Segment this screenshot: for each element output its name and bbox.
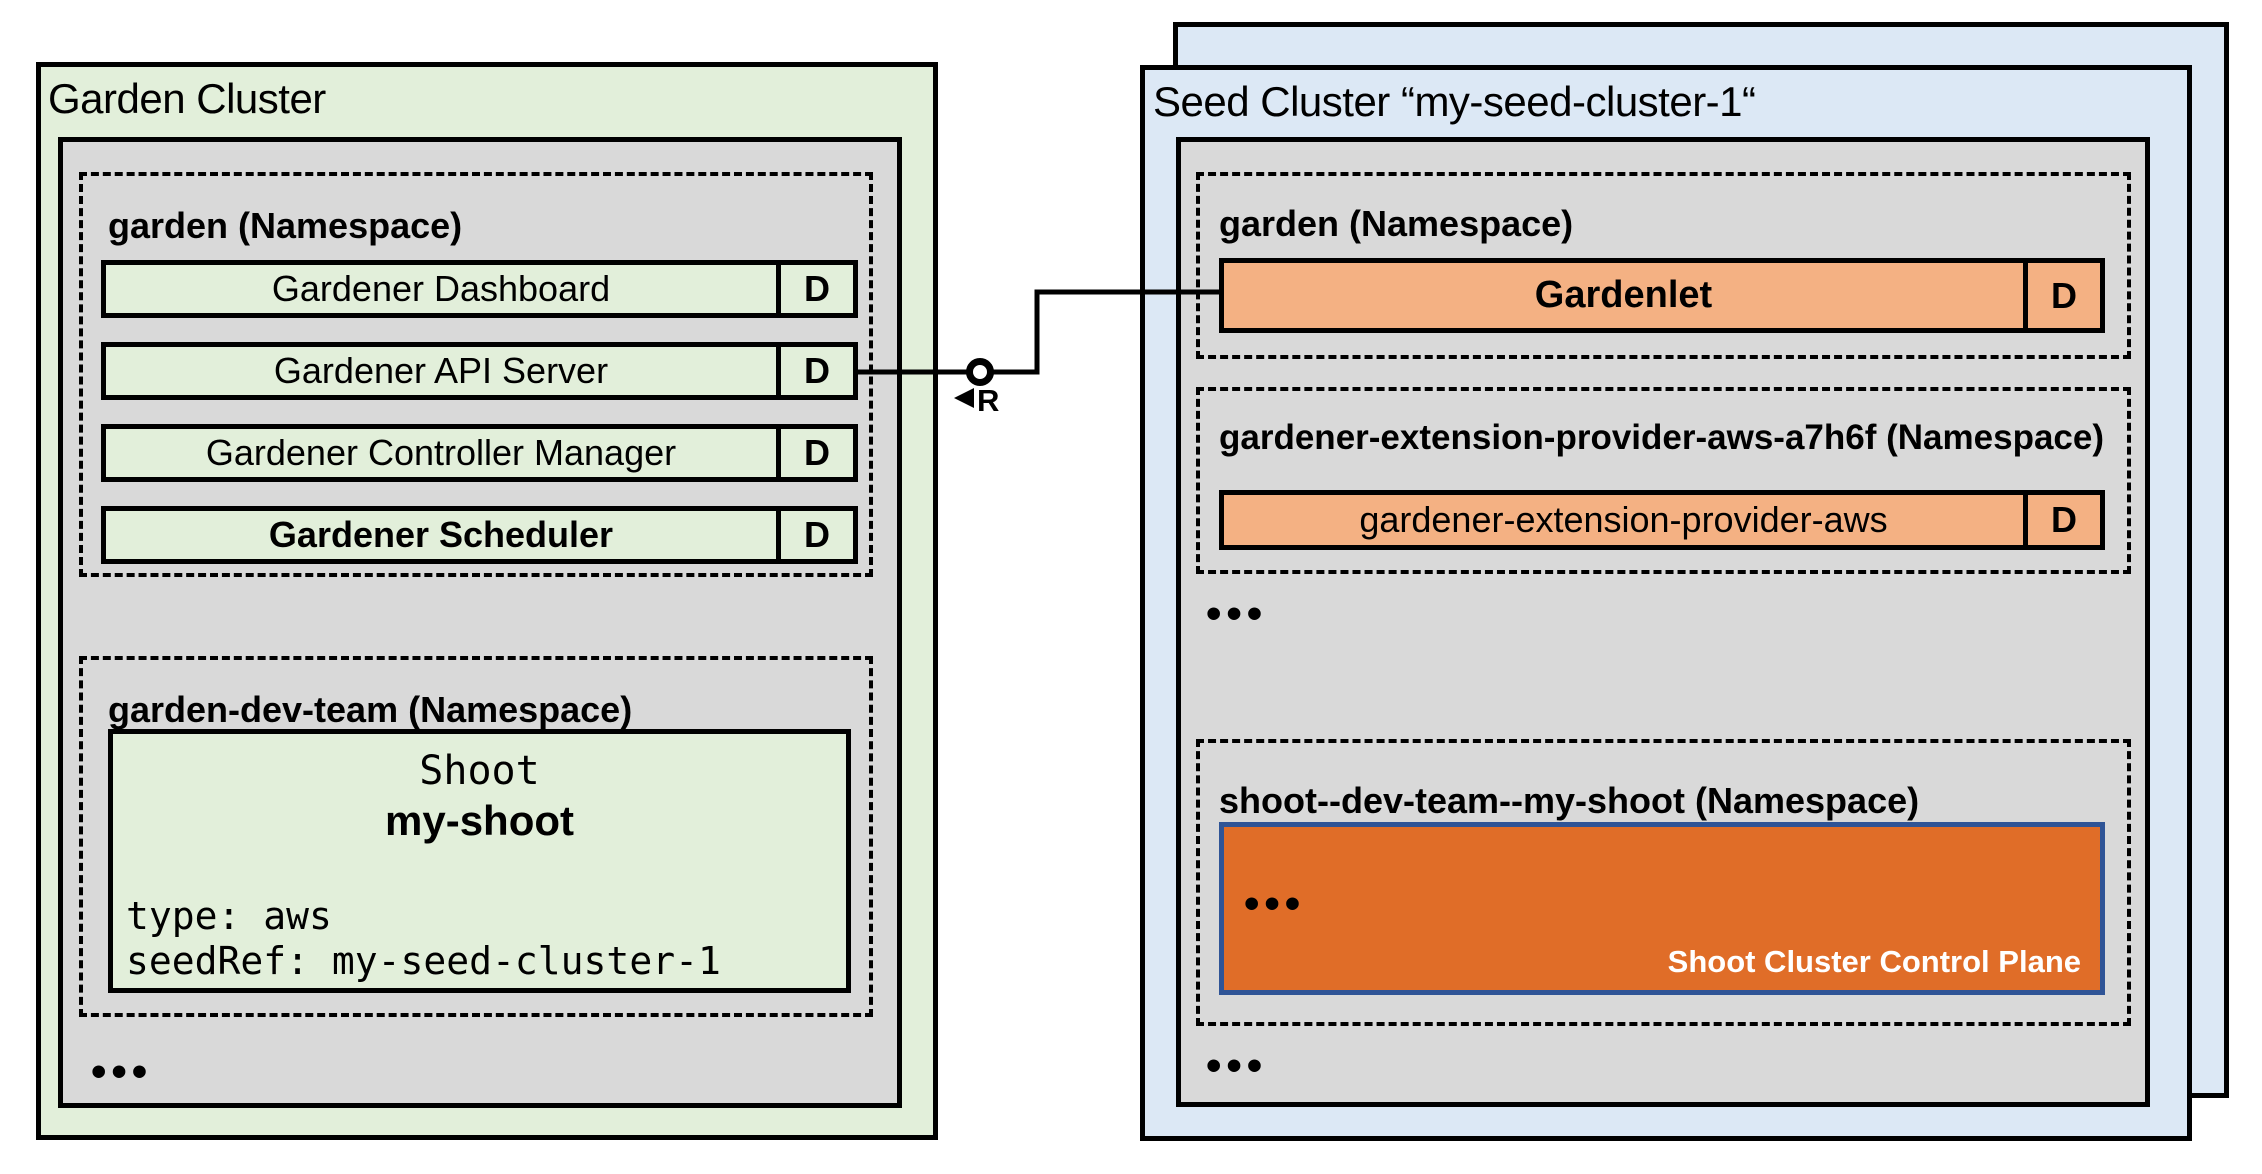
deployment-name: gardener-extension-provider-aws bbox=[1359, 499, 1888, 540]
seed-cluster-title: Seed Cluster “my-seed-cluster-1“ bbox=[1153, 78, 1756, 125]
deployment-name: Gardener Controller Manager bbox=[205, 432, 677, 473]
more-extensions-ellipsis: ••• bbox=[1206, 589, 1268, 638]
watch-direction-arrow-icon bbox=[954, 388, 974, 408]
dev-team-namespace-box: garden-dev-team (Namespace) Shoot my-sho… bbox=[79, 656, 873, 1017]
deployment-row-gardenlet: Gardenlet D bbox=[1219, 258, 2105, 333]
garden-cluster-title: Garden Cluster bbox=[48, 75, 326, 122]
deployment-badge: D bbox=[776, 265, 853, 313]
garden-namespace-label: garden (Namespace) bbox=[108, 205, 463, 246]
extension-namespace-box: gardener-extension-provider-aws-a7h6f (N… bbox=[1196, 387, 2131, 574]
garden-namespace-box: garden (Namespace) Gardener Dashboard D … bbox=[79, 172, 873, 577]
shoot-spec-seedref: seedRef: my-seed-cluster-1 bbox=[126, 939, 721, 983]
deployment-row-gardener-controller-manager: Gardener Controller Manager D bbox=[101, 424, 858, 482]
extension-namespace-label: gardener-extension-provider-aws-a7h6f (N… bbox=[1219, 418, 2104, 457]
shoot-resource-box: Shoot my-shoot type: aws seedRef: my-see… bbox=[108, 729, 851, 993]
garden-cluster-inner: garden (Namespace) Gardener Dashboard D … bbox=[58, 137, 902, 1108]
shoot-namespace-label: shoot--dev-team--my-shoot (Namespace) bbox=[1219, 780, 1920, 821]
deployment-name: Gardener Scheduler bbox=[268, 514, 614, 555]
seed-garden-namespace-label: garden (Namespace) bbox=[1219, 203, 1574, 244]
garden-cluster-panel: Garden Cluster garden (Namespace) Garden… bbox=[36, 62, 938, 1140]
deployment-badge: D bbox=[2023, 495, 2100, 545]
deployment-row-gardener-scheduler: Gardener Scheduler D bbox=[101, 506, 858, 564]
deployment-name: Gardener API Server bbox=[273, 350, 609, 391]
control-plane-ellipsis: ••• bbox=[1244, 879, 1306, 928]
deployment-row-extension-provider-aws: gardener-extension-provider-aws D bbox=[1219, 490, 2105, 550]
shoot-resource-name: my-shoot bbox=[385, 797, 574, 844]
seed-garden-namespace-box: garden (Namespace) Gardenlet D bbox=[1196, 172, 2131, 359]
connector-r-label: R bbox=[977, 383, 999, 418]
shoot-namespace-box: shoot--dev-team--my-shoot (Namespace) ••… bbox=[1196, 739, 2131, 1026]
more-shoot-namespaces-ellipsis: ••• bbox=[1206, 1041, 1268, 1090]
shoot-resource-kind: Shoot bbox=[419, 748, 540, 794]
more-namespaces-ellipsis: ••• bbox=[91, 1047, 153, 1096]
deployment-row-gardener-dashboard: Gardener Dashboard D bbox=[101, 260, 858, 318]
deployment-name: Gardenlet bbox=[1534, 274, 1713, 316]
deployment-row-gardener-api-server: Gardener API Server D bbox=[101, 342, 858, 400]
deployment-badge: D bbox=[776, 511, 853, 559]
seed-cluster-panel: Seed Cluster “my-seed-cluster-1“ garden … bbox=[1140, 65, 2192, 1141]
deployment-badge: D bbox=[2023, 263, 2100, 328]
deployment-name: Gardener Dashboard bbox=[271, 268, 611, 309]
shoot-spec-type: type: aws bbox=[126, 894, 332, 938]
seed-cluster-inner: garden (Namespace) Gardenlet D gardener-… bbox=[1176, 137, 2150, 1107]
deployment-badge: D bbox=[776, 347, 853, 395]
deployment-badge: D bbox=[776, 429, 853, 477]
connector-interface-circle-icon bbox=[966, 358, 994, 386]
dev-team-namespace-label: garden-dev-team (Namespace) bbox=[108, 689, 633, 730]
shoot-control-plane-box: ••• Shoot Cluster Control Plane bbox=[1219, 822, 2105, 995]
control-plane-label: Shoot Cluster Control Plane bbox=[1667, 944, 2081, 979]
